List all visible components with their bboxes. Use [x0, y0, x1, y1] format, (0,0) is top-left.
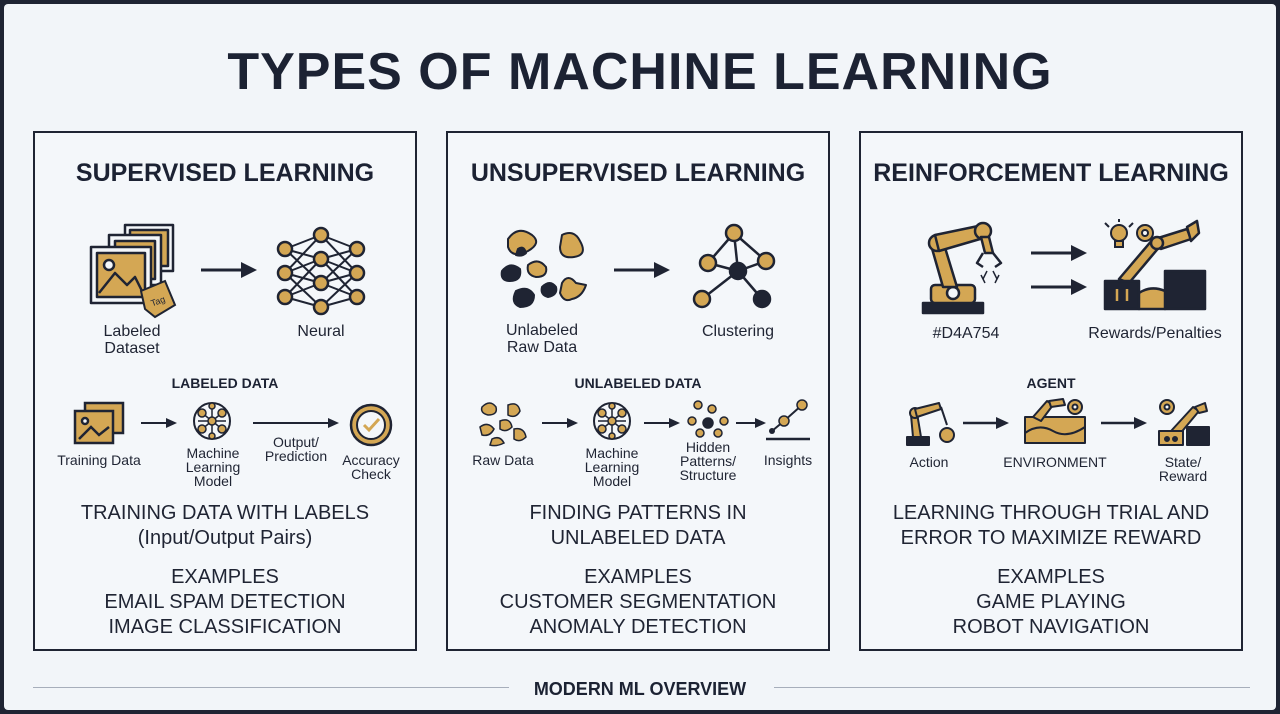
arrow-right-icon — [253, 418, 339, 428]
example-item: CUSTOMER SEGMENTATION — [499, 591, 777, 613]
description-line: TRAINING DATA WITH LABELS — [80, 502, 370, 524]
hidden-patterns-icon — [687, 400, 729, 438]
example-item: ANOMALY DETECTION — [529, 616, 747, 638]
arrow-right-icon — [963, 417, 1009, 429]
rewards-factory-icon — [1103, 219, 1207, 311]
examples-heading: EXAMPLES — [584, 566, 692, 588]
panel-title: UNSUPERVISED LEARNING — [470, 159, 806, 187]
example-item: GAME PLAYING — [976, 591, 1126, 613]
subheading: LABELED DATA — [171, 375, 279, 391]
arrow-right-icon — [141, 418, 177, 428]
lightbulb-icon — [1104, 219, 1134, 248]
arrow-right-icon — [542, 418, 578, 428]
accuracy-check-icon — [349, 403, 393, 447]
description-line: ERROR TO MAXIMIZE REWARD — [900, 527, 1202, 549]
arrow-right-icon — [644, 418, 680, 428]
footer-label: MODERN ML OVERVIEW — [533, 679, 747, 699]
insights-chart-icon — [766, 399, 810, 441]
robot-arm-icon — [921, 221, 1003, 315]
description-line: (Input/Output Pairs) — [137, 527, 313, 549]
tag-icon: Tag — [139, 279, 177, 319]
supervised-panel: SUPERVISED LEARNING Tag — [33, 131, 417, 651]
brain-network-icon — [193, 402, 231, 440]
flow-label: State/Reward — [1158, 454, 1208, 484]
description-line: UNLABELED DATA — [550, 527, 726, 549]
examples-heading: EXAMPLES — [997, 566, 1105, 588]
subheading: UNLABELED DATA — [574, 375, 702, 391]
arrow-right-icon — [1101, 417, 1147, 429]
flow-label: Raw Data — [472, 452, 534, 468]
arrow-right-icon — [201, 262, 257, 278]
raw-data-icon — [479, 402, 527, 447]
flow-label: ENVIRONMENT — [1003, 454, 1107, 470]
footer-divider — [774, 687, 1250, 688]
example-item: EMAIL SPAM DETECTION — [104, 591, 346, 613]
unsupervised-panel: UNSUPERVISED LEARNING — [446, 131, 830, 651]
panel-title: REINFORCEMENT LEARNING — [873, 159, 1229, 187]
svg-text:Tag: Tag — [149, 294, 166, 308]
brain-network-icon — [593, 402, 631, 440]
clustering-graph-icon — [692, 223, 776, 309]
training-data-icon — [73, 401, 125, 445]
gold-color-label: #D4A754 — [932, 325, 1000, 342]
flow-label: Action — [909, 454, 949, 470]
reinforcement-panel: REINFORCEMENT LEARNING — [859, 131, 1243, 651]
agent-robot-icon — [906, 402, 955, 446]
description-line: FINDING PATTERNS IN — [529, 502, 747, 524]
example-item: ROBOT NAVIGATION — [952, 616, 1150, 638]
rewards-penalties-label: Rewards/Penalties — [1088, 325, 1222, 342]
raw-data-blobs-icon — [500, 229, 587, 308]
arrow-right-icon — [736, 418, 766, 428]
gear-icon — [1136, 224, 1154, 242]
example-item: IMAGE CLASSIFICATION — [108, 616, 342, 638]
flow-label: Insights — [763, 452, 813, 468]
double-arrow-icon — [1031, 245, 1087, 295]
subheading: AGENT — [1026, 375, 1076, 391]
arrow-right-icon — [614, 262, 670, 278]
neural-network-icon — [276, 226, 366, 316]
neural-label: Neural — [297, 323, 345, 340]
canvas: TYPES OF MACHINE LEARNING SUPERVISED LEA… — [4, 4, 1276, 710]
flow-label: Output/Prediction — [264, 434, 328, 464]
examples-heading: EXAMPLES — [171, 566, 279, 588]
environment-icon — [1024, 398, 1086, 444]
clustering-label: Clustering — [701, 323, 775, 340]
panel-title: SUPERVISED LEARNING — [75, 159, 375, 187]
image-stack-icon: Tag — [89, 223, 177, 319]
page-title: TYPES OF MACHINE LEARNING — [227, 43, 1053, 101]
state-reward-icon — [1158, 399, 1210, 446]
description-line: LEARNING THROUGH TRIAL AND — [892, 502, 1210, 524]
footer-divider — [33, 687, 509, 688]
flow-label: Training Data — [57, 452, 141, 468]
